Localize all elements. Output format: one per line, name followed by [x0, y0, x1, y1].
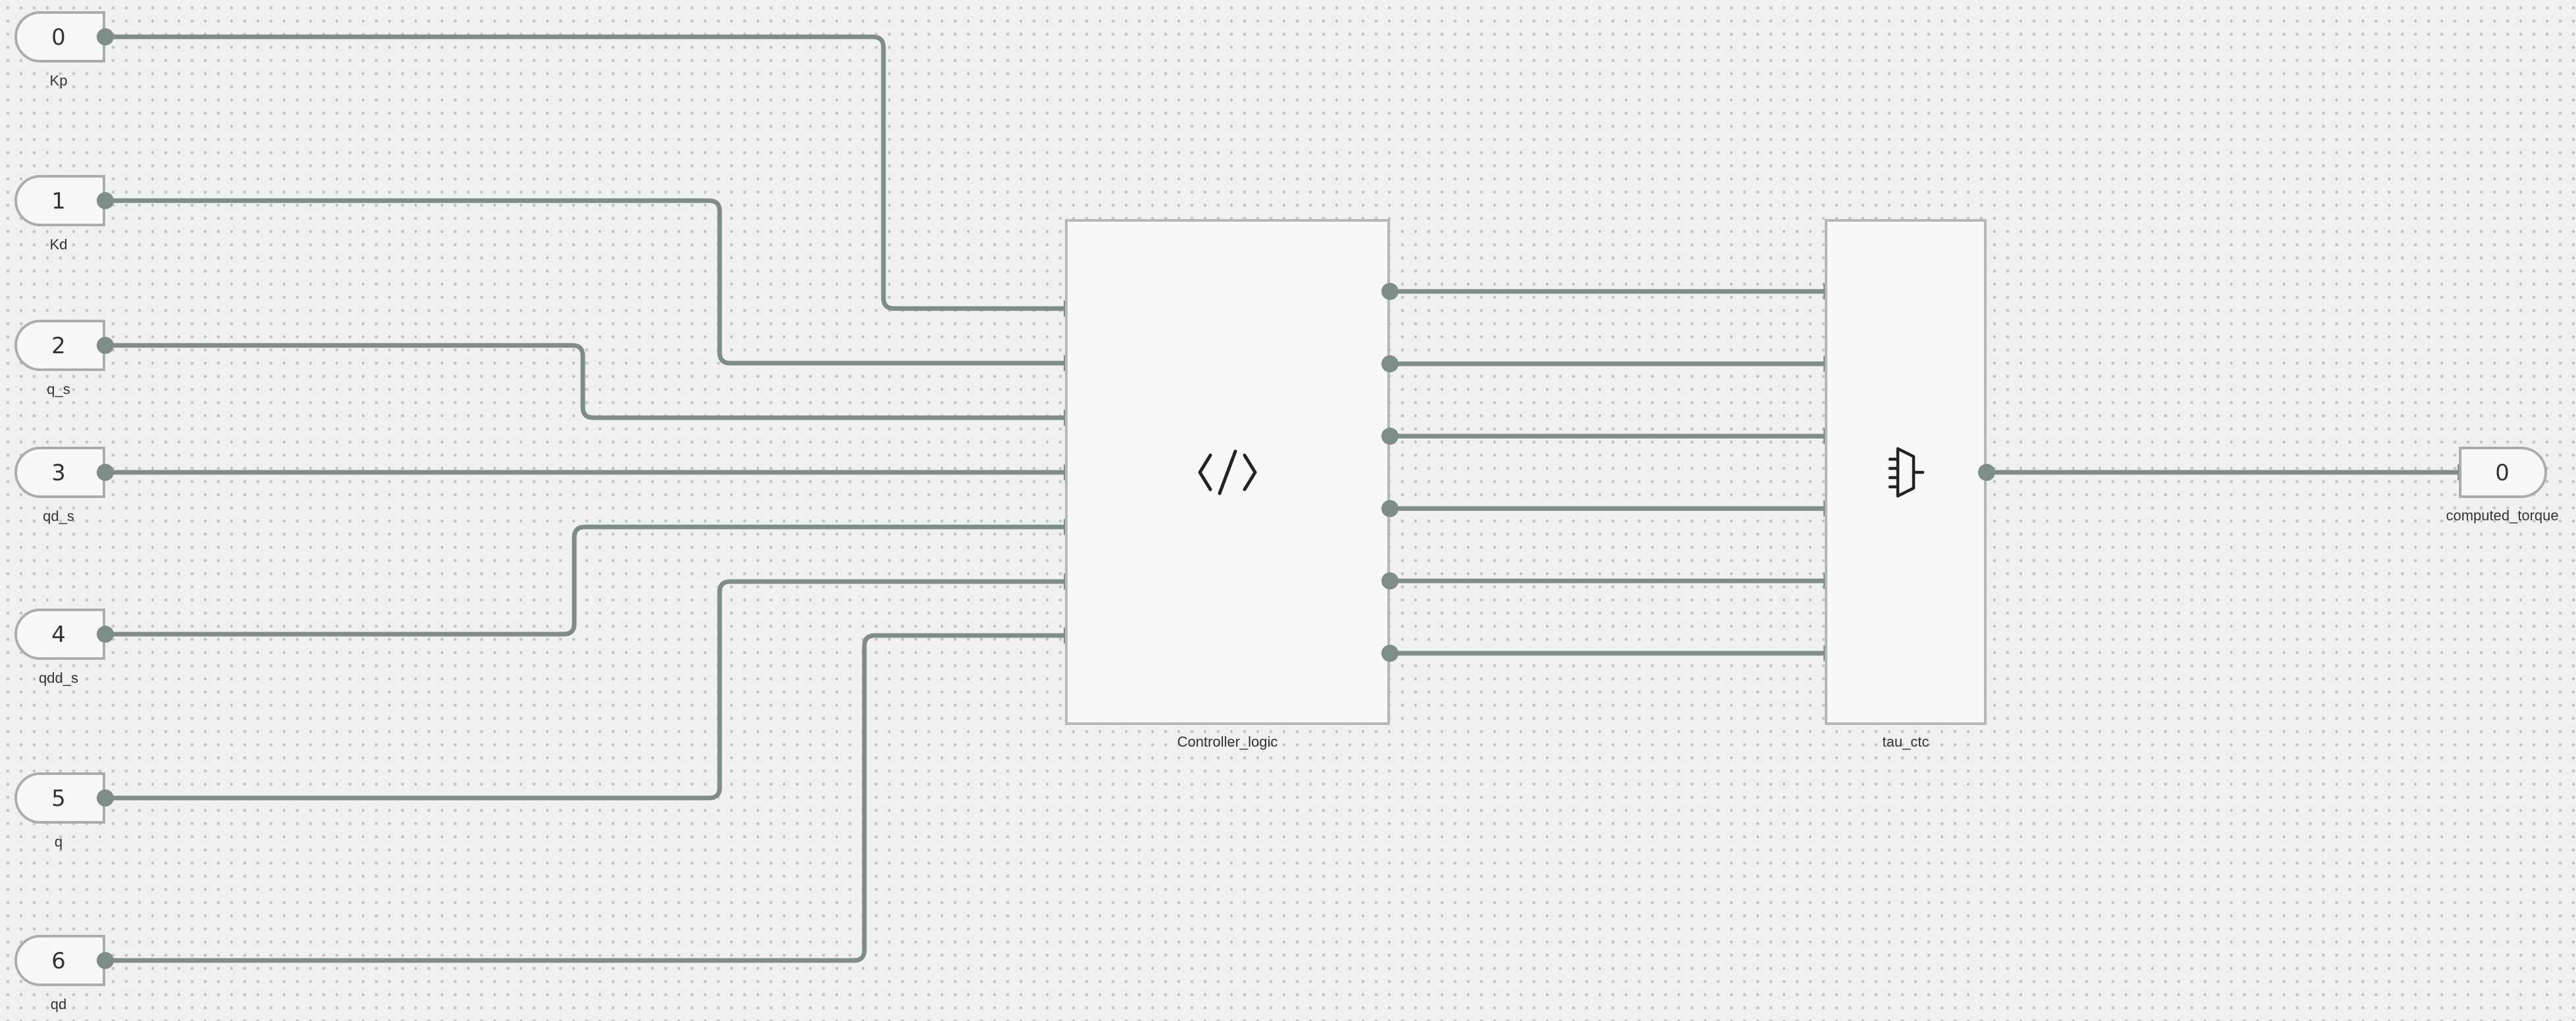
inport-number: 0 — [51, 24, 66, 51]
controller-logic-label: Controller_logic — [1177, 734, 1278, 750]
tau-ctc-block[interactable]: tau_ctc — [1825, 219, 1987, 750]
signal-wire-Kp[interactable] — [105, 34, 1066, 311]
tau-ctc-output-handle[interactable] — [1978, 464, 1995, 481]
inport-output-handle[interactable] — [97, 337, 114, 354]
controller-output-handle[interactable] — [1381, 572, 1399, 589]
inport-output-handle[interactable] — [97, 952, 114, 969]
controller-logic-block[interactable]: Controller_logic — [1065, 219, 1390, 750]
inport-shape[interactable] — [14, 935, 105, 986]
inport-output-handle[interactable] — [97, 192, 114, 209]
code-icon — [1198, 449, 1257, 495]
inport-output-handle[interactable] — [97, 789, 114, 807]
signal-wire-qd[interactable] — [105, 633, 1066, 963]
mux-icon — [1888, 447, 1925, 498]
inport-number: 6 — [51, 948, 66, 974]
inport-Kp[interactable]: 0Kp — [14, 11, 105, 89]
inport-number: 4 — [51, 622, 66, 648]
outport-shape[interactable] — [2459, 447, 2547, 498]
signal-wire-q[interactable] — [105, 579, 1066, 801]
tau-ctc-label: tau_ctc — [1883, 734, 1929, 750]
inport-output-handle[interactable] — [97, 626, 114, 643]
controller-output-handle[interactable] — [1381, 500, 1399, 517]
inport-output-handle[interactable] — [97, 464, 114, 481]
inport-number: 3 — [51, 460, 66, 486]
controller-output-handle[interactable] — [1381, 428, 1399, 445]
inport-shape[interactable] — [14, 175, 105, 226]
inport-number: 5 — [51, 785, 66, 812]
inport-label: qd_s — [43, 508, 74, 524]
signal-wire-q-s[interactable] — [105, 343, 1066, 420]
inport-label: q — [55, 834, 62, 850]
inport-qd[interactable]: 6 qd — [14, 935, 105, 1012]
outport-label: computed_torque — [2446, 507, 2558, 524]
inport-label: Kp — [50, 72, 68, 89]
inport-label: q_s — [47, 381, 70, 397]
outport-computed-torque[interactable]: 0 computed_torque — [2446, 447, 2559, 524]
inport-number: 2 — [51, 333, 66, 359]
inport-q[interactable]: 5q — [14, 772, 105, 850]
inport-shape[interactable] — [14, 609, 105, 660]
inport-label: qd — [51, 996, 66, 1012]
code-icon-glyph — [1198, 449, 1257, 495]
tau-ctc-body[interactable] — [1825, 219, 1987, 725]
inport-label: Kd — [50, 236, 68, 253]
inport-shape[interactable] — [14, 11, 105, 62]
inport-shape[interactable] — [14, 320, 105, 371]
inport-output-handle[interactable] — [97, 28, 114, 45]
inport-number: 1 — [51, 188, 66, 214]
signal-wire-qdd-s[interactable] — [105, 524, 1066, 637]
wires-layer — [105, 34, 2468, 963]
inport-shape[interactable] — [14, 447, 105, 498]
controller-output-handle[interactable] — [1381, 283, 1399, 300]
outport-number: 0 — [2495, 460, 2510, 486]
inport-q-s[interactable]: 2 q_s — [14, 320, 105, 397]
inport-qd-s[interactable]: 3 qd_s — [14, 447, 105, 524]
inport-qdd-s[interactable]: 4 qdd_s — [14, 609, 105, 686]
inport-Kd[interactable]: 1Kd — [14, 175, 105, 253]
blocks-layer: 0Kp1Kd2q_s3qd_s4qdd_s5q6qdController_log… — [14, 11, 2559, 1012]
inport-label: qdd_s — [39, 670, 78, 686]
signal-wire-Kd[interactable] — [105, 198, 1066, 366]
inport-shape[interactable] — [14, 772, 105, 824]
controller-output-handle[interactable] — [1381, 645, 1399, 662]
mux-icon-glyph — [1888, 447, 1925, 498]
controller-output-handle[interactable] — [1381, 355, 1399, 372]
